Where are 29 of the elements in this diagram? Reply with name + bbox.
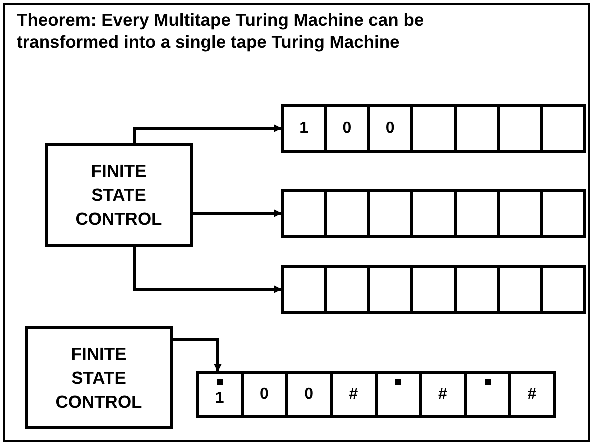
- cell-symbol: 0: [386, 120, 395, 138]
- tape: [281, 189, 586, 238]
- box-label: FINITE STATE CONTROL: [74, 160, 164, 231]
- tape-cell: [508, 371, 556, 418]
- arrow: [134, 124, 282, 143]
- tape-cell: [410, 104, 457, 153]
- tape: [281, 265, 586, 314]
- tape-cell: [410, 189, 457, 238]
- cell-symbol: #: [349, 386, 358, 404]
- cell-symbol: 0: [342, 120, 352, 138]
- arrow: [193, 210, 282, 218]
- control-box: [45, 143, 193, 247]
- arrow: [134, 247, 282, 294]
- box-label: FINITE STATE CONTROL: [54, 342, 144, 414]
- control-box: [25, 326, 173, 429]
- cell-symbol: #: [528, 386, 537, 404]
- cell-symbol: 1: [300, 120, 309, 138]
- cell-symbol: 1: [215, 390, 224, 408]
- tape-cell: [410, 265, 457, 314]
- tape-cell: [285, 371, 333, 418]
- cell-symbol: #: [438, 386, 448, 404]
- tape: [281, 104, 586, 153]
- tape-cell: [419, 371, 467, 418]
- tape: [196, 371, 556, 418]
- tape-cell: [196, 371, 244, 418]
- arrow: [173, 338, 222, 372]
- title: Theorem: Every Multitape Turing Machine can be transformed into a single tape Turing Machine: [17, 9, 426, 53]
- cell-symbol: 0: [260, 386, 269, 404]
- cell-symbol: 0: [304, 386, 314, 404]
